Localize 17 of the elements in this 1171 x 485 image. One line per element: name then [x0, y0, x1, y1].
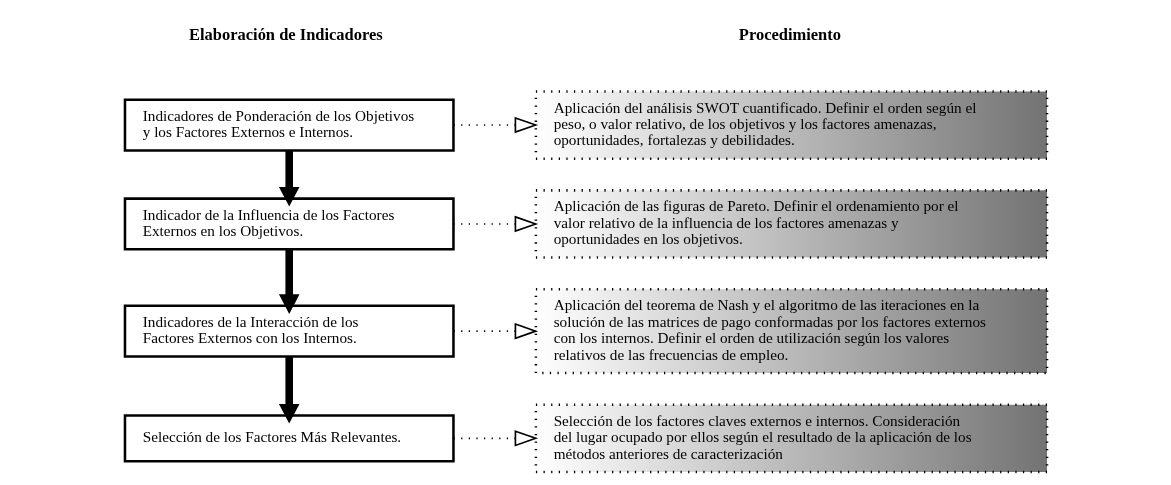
- arrow: [452, 322, 538, 339]
- arrow: [278, 356, 299, 424]
- arrow: [452, 429, 538, 447]
- node-box: Aplicación de las figuras de Pareto. Definir el ordenamiento por el valor relativo de la influencia de los factores amenazas y oportunidades en los objetivos.: [534, 188, 1048, 259]
- arrow: [278, 150, 299, 207]
- node-box: Indicadores de Ponderación de los Objetivos y los Factores Externos e Internos.: [123, 97, 455, 152]
- arrow: [452, 116, 538, 133]
- arrow: [452, 215, 538, 232]
- node-box: Selección de los factores claves externos e internos. Consideración del lugar ocupado por ellos según el resultado de la aplicación de los métodos anteriores de caracterización: [534, 402, 1048, 473]
- label: Procedimiento: [738, 24, 841, 44]
- label: Elaboración de Indicadores: [188, 24, 383, 44]
- node-box: Selección de los Factores Más Relevantes.: [123, 413, 455, 462]
- node-box: Aplicación del teorema de Nash y el algoritmo de las iteraciones en la solución de las matrices de pago conformadas por los factores externos con los internos. Definir el orden de utilización según los valores relativos de las frecuencias de empleo.: [534, 287, 1048, 374]
- node-box: Indicador de la Influencia de los Factores Externos en los Objetivos.: [123, 196, 455, 251]
- node-box: Indicadores de la Interacción de los Factores Externos con los Internos.: [123, 304, 455, 358]
- node-box: Aplicación del análisis SWOT cuantificado. Definir el orden según el peso, o valor relativo, de los objetivos y los factores amenazas, oportunidades, fortalezas y debilidades.: [534, 89, 1048, 160]
- arrow: [278, 249, 299, 314]
